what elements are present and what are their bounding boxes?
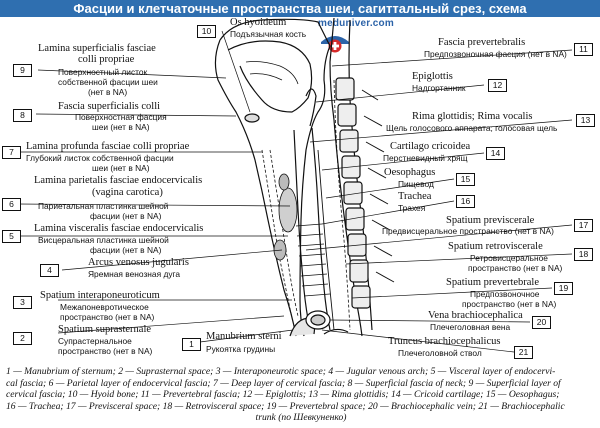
label-13-russian: Щель голосового аппарата; голосовая щель <box>386 123 558 133</box>
label-2-russian-2: пространство (нет в NA) <box>58 346 153 356</box>
label-number-1: 1 <box>182 338 201 351</box>
label-14-russian: Перстневидный хрящ <box>383 153 468 163</box>
label-16-russian: Трахея <box>398 203 426 213</box>
label-11-russian: Предпозвоночная фасция (нет в NA) <box>424 49 567 59</box>
label-11-latin: Fascia prevertebralis <box>438 37 526 48</box>
label-6-russian-1: Париетальная пластинка шейной <box>38 201 169 211</box>
label-9-russian-3: (нет в NA) <box>88 87 128 97</box>
label-17-russian: Предвисцеральное пространство (нет в NA) <box>382 226 554 236</box>
label-14-latin: Cartilago cricoidea <box>390 141 471 152</box>
label-number-4: 4 <box>40 264 59 277</box>
legend-line: trunk (по Шевкуненко) <box>255 412 347 424</box>
label-6-latin-2: (vagina carotica) <box>92 187 163 198</box>
label-9-latin-2: colli propriae <box>78 54 135 65</box>
legend-line: cal fascia; 6 — Parietal layer of endoce… <box>6 377 561 389</box>
label-number-11: 11 <box>574 43 593 56</box>
label-number-19: 19 <box>554 282 573 295</box>
label-7-latin: Lamina profunda fasciae colli propriae <box>26 141 190 152</box>
label-15-latin: Oesophagus <box>384 167 436 178</box>
label-13-latin: Rima glottidis; Rima vocalis <box>412 111 533 122</box>
label-number-12: 12 <box>488 79 507 92</box>
label-4-latin: Arcus venosus jugularis <box>88 257 189 268</box>
site-brand[interactable]: meduniver.com <box>318 18 394 29</box>
legend-line: 1 — Manubrium of sternum; 2 — Suprastern… <box>6 366 556 377</box>
label-3-russian-1: Межапоневротическое <box>60 302 149 312</box>
label-17-latin: Spatium previscerale <box>446 215 535 226</box>
label-20-latin: Vena brachiocephalica <box>428 310 523 321</box>
label-number-8: 8 <box>13 109 32 122</box>
label-8-latin: Fascia superficialis colli <box>58 101 161 112</box>
label-number-2: 2 <box>13 332 32 345</box>
label-number-7: 7 <box>2 146 21 159</box>
label-19-russian-1: Предпозвоночное <box>470 289 540 299</box>
label-12-russian: Надгортанник <box>412 83 466 93</box>
label-9-russian-2: собственной фасции шеи <box>58 77 158 87</box>
label-3-latin: Spatium interaponeuroticum <box>40 290 160 301</box>
label-7-russian-2: шеи (нет в NA) <box>92 163 150 173</box>
label-19-latin: Spatium prevertebrale <box>446 277 540 288</box>
label-15-russian: Пищевод <box>398 179 434 189</box>
label-10-russian: Подъязычная кость <box>230 29 307 39</box>
label-10-latin: Os hyoideum <box>230 17 287 28</box>
label-4-russian: Яремная венозная дуга <box>88 269 181 279</box>
label-18-russian-2: пространство (нет в NA) <box>468 263 563 273</box>
label-5-russian-1: Висцеральная пластинка шейной <box>38 235 169 245</box>
label-18-russian-1: Ретровисцеральное <box>470 253 548 263</box>
label-6-latin: Lamina parietalis fasciae endocervicalis <box>34 175 203 186</box>
label-number-13: 13 <box>576 114 595 127</box>
label-2-latin: Spatium suprasternale <box>58 324 152 335</box>
label-number-15: 15 <box>456 173 475 186</box>
label-16-latin: Trachea <box>398 191 432 202</box>
label-20-russian: Плечеголовная вена <box>430 322 511 332</box>
label-number-5: 5 <box>2 230 21 243</box>
label-19-russian-2: пространство (нет в NA) <box>462 299 557 309</box>
label-2-russian-1: Супрастернальное <box>58 336 132 346</box>
label-number-17: 17 <box>574 219 593 232</box>
label-number-10: 10 <box>197 25 216 38</box>
label-21-latin: Truncus brachiocephalicus <box>388 336 501 347</box>
label-3-russian-2: пространство (нет в NA) <box>60 312 155 322</box>
label-6-russian-2: фасции (нет в NA) <box>90 211 162 221</box>
label-9-russian-1: Поверхностный листок <box>58 67 148 77</box>
label-number-9: 9 <box>13 64 32 77</box>
legend-line: cervical fascia; 10 — Hyoid bone; 11 — P… <box>6 389 560 401</box>
label-1-latin: Manubrium sterni <box>206 331 282 342</box>
label-number-3: 3 <box>13 296 32 309</box>
label-number-18: 18 <box>574 248 593 261</box>
label-number-16: 16 <box>456 195 475 208</box>
label-number-6: 6 <box>2 198 21 211</box>
label-number-20: 20 <box>532 316 551 329</box>
label-18-latin: Spatium retroviscerale <box>448 241 543 252</box>
page-title: Фасции и клетчаточные пространства шеи, … <box>0 0 600 17</box>
label-5-russian-2: фасции (нет в NA) <box>90 245 162 255</box>
label-12-latin: Epiglottis <box>412 71 453 82</box>
label-7-russian-1: Глубокий листок собственной фасции <box>26 153 174 163</box>
label-8-russian-1: Поверхностная фасция <box>75 112 167 122</box>
label-number-14: 14 <box>486 147 505 160</box>
label-number-21: 21 <box>514 346 533 359</box>
label-5-latin: Lamina visceralis fasciae endocervicalis <box>34 223 204 234</box>
legend-line: 16 — Trachea; 17 — Previsceral space; 18… <box>6 400 565 412</box>
label-8-russian-2: шеи (нет в NA) <box>92 122 150 132</box>
label-1-russian: Рукоятка грудины <box>206 344 276 354</box>
label-21-russian: Плечеголовной ствол <box>398 348 482 358</box>
label-9-latin: Lamina superficialis fasciae <box>38 43 156 54</box>
figure-legend: 1 — Manubrium of sternum; 2 — Suprastern… <box>6 366 596 424</box>
